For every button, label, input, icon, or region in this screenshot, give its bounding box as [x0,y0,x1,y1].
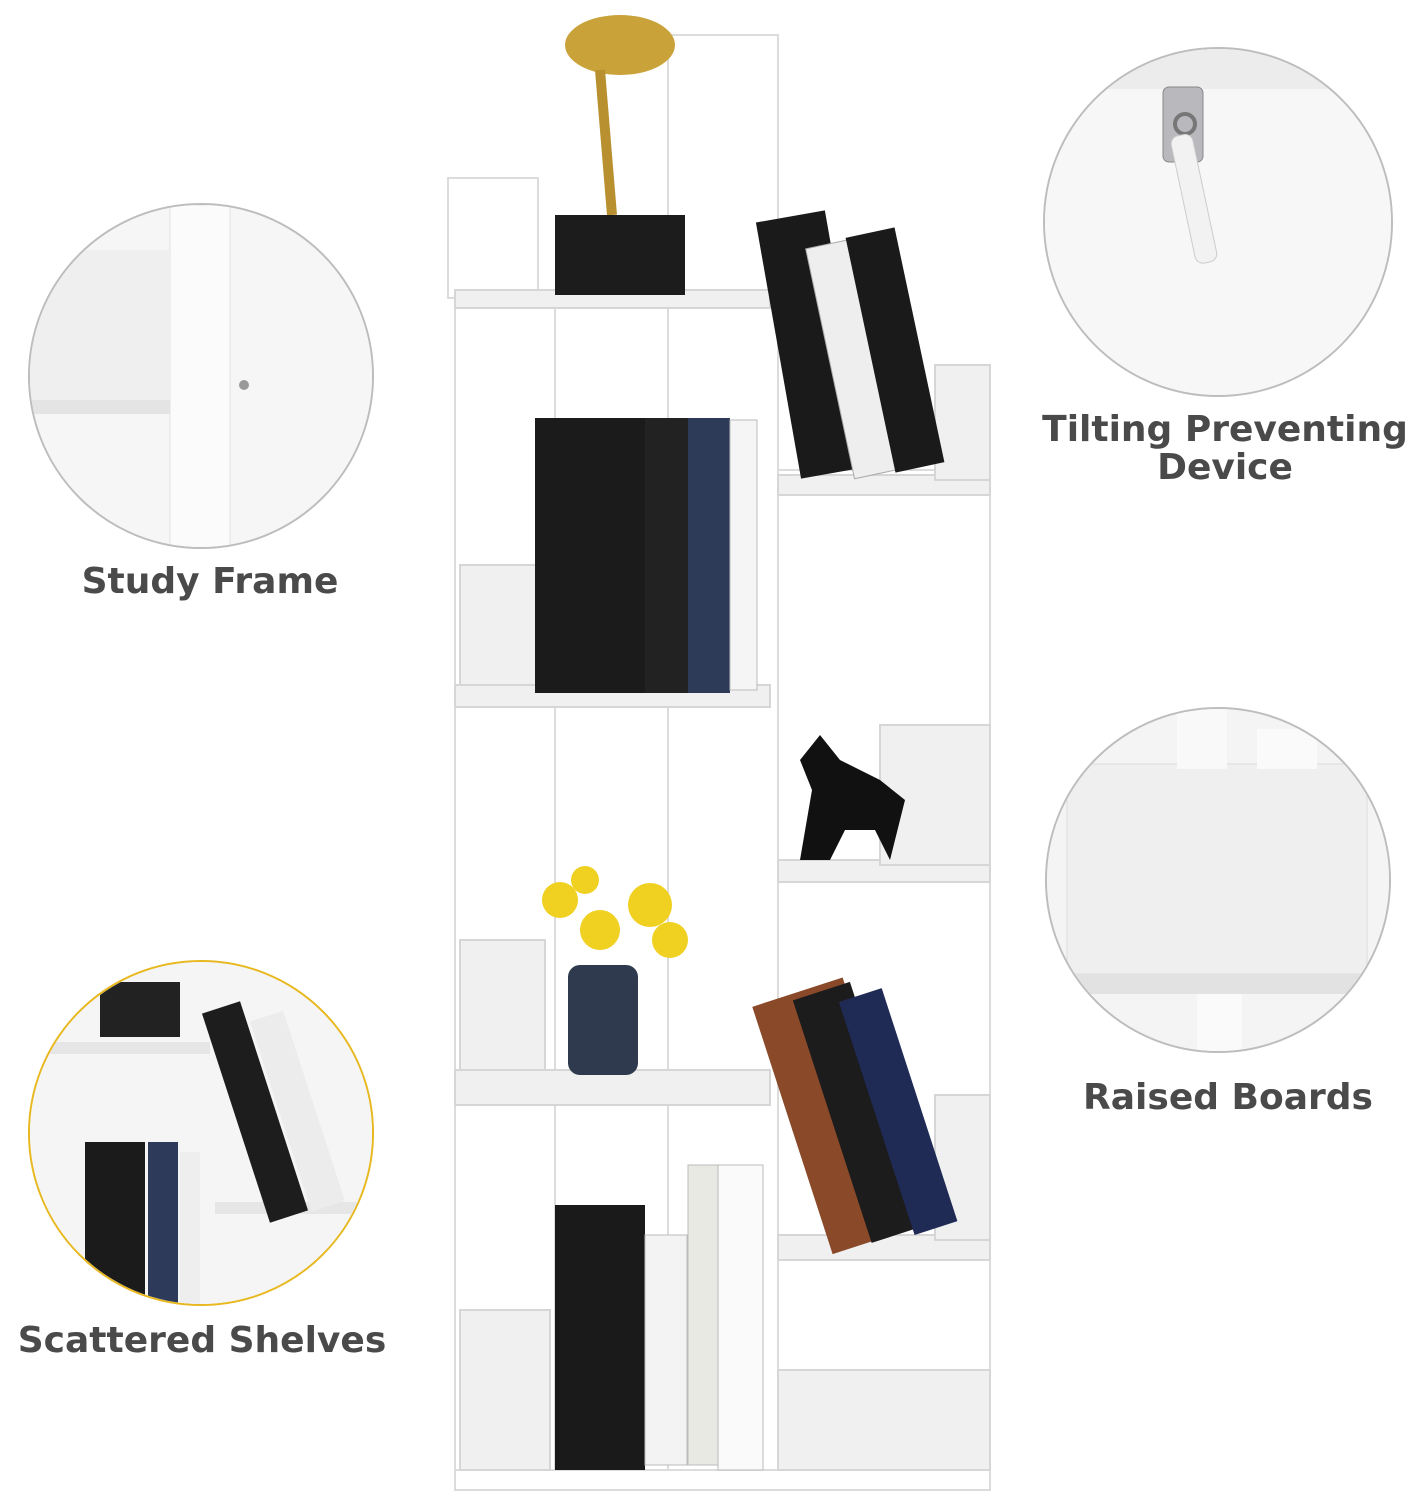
scattered-shelves-label: Scattered Shelves [17,1320,387,1361]
tilting-device-label-line2: Device [1157,447,1293,488]
shelves-illustration [30,962,372,1304]
tilting-device-label-line1: Tilting Preventing [1042,409,1408,450]
raised-boards-closeup [1045,707,1391,1053]
wall-anchor-illustration [1045,49,1391,395]
screw-frame-illustration [30,205,372,547]
study-frame-closeup [28,203,374,549]
study-frame-label: Study Frame [81,561,339,602]
tilting-device-closeup [1043,47,1393,397]
raised-board-illustration [1047,709,1389,1051]
scattered-shelves-closeup [28,960,374,1306]
raised-boards-label: Raised Boards [1083,1077,1373,1118]
